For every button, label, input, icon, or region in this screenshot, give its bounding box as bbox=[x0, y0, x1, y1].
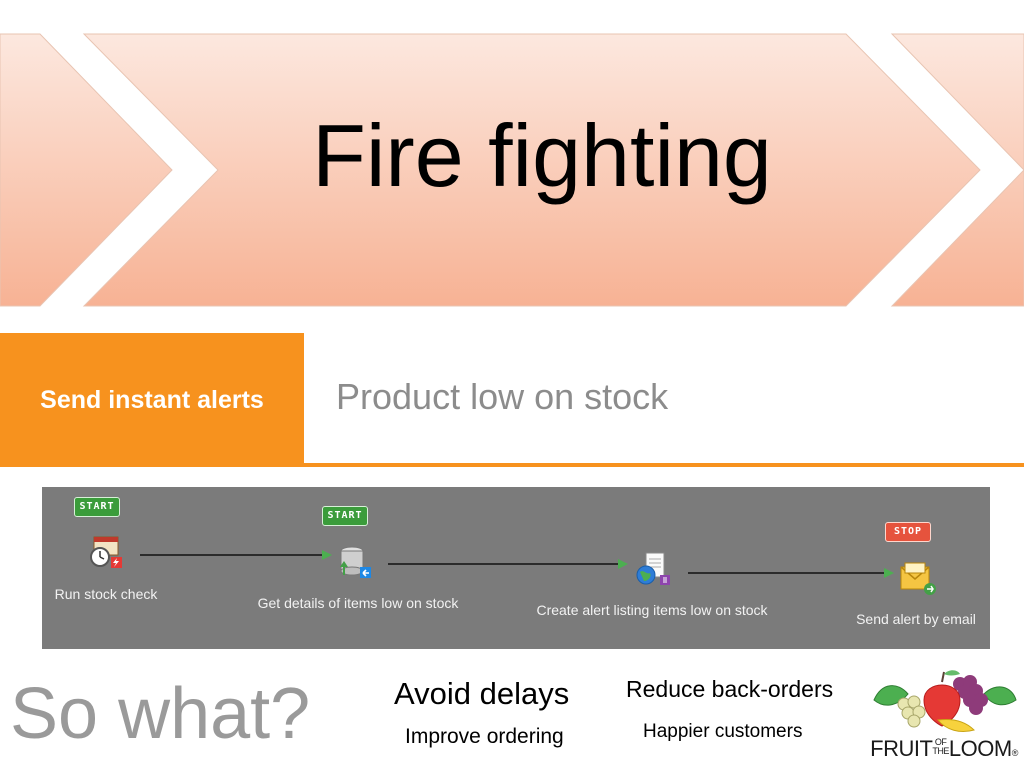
start-badge: START bbox=[322, 506, 368, 526]
workflow-diagram: START Run stock check START Get details … bbox=[42, 487, 990, 649]
slide-title: Fire fighting bbox=[312, 106, 772, 205]
stop-badge: STOP bbox=[885, 522, 931, 542]
left-chevron bbox=[0, 33, 173, 307]
step-label: Create alert listing items low on stock bbox=[536, 602, 768, 618]
benefit-happier-customers: Happier customers bbox=[643, 721, 803, 742]
step-label: Send alert by email bbox=[856, 611, 976, 627]
so-what-heading: So what? bbox=[10, 674, 311, 754]
benefit-improve-ordering: Improve ordering bbox=[405, 725, 564, 748]
database-icon[interactable] bbox=[334, 543, 374, 583]
slide-subtitle: Product low on stock bbox=[336, 376, 669, 417]
right-chevron bbox=[890, 33, 1024, 307]
benefit-reduce-back-orders: Reduce back-orders bbox=[626, 676, 834, 702]
globe-document-icon[interactable] bbox=[634, 551, 674, 591]
chevron-banner bbox=[0, 33, 1024, 307]
tag-label: Send instant alerts bbox=[40, 385, 264, 414]
benefit-avoid-delays: Avoid delays bbox=[394, 676, 570, 711]
clock-calendar-icon[interactable] bbox=[86, 533, 126, 573]
center-chevron bbox=[82, 33, 981, 307]
tag-box: Send instant alerts bbox=[0, 333, 304, 467]
email-icon[interactable] bbox=[898, 559, 938, 599]
workflow-connectors bbox=[140, 550, 894, 578]
step-label: Get details of items low on stock bbox=[257, 595, 459, 611]
title-banner: Fire fighting bbox=[0, 0, 1024, 320]
divider-line bbox=[304, 463, 1024, 467]
fruit-cluster-icon bbox=[873, 670, 1017, 733]
start-badge: START bbox=[74, 497, 120, 517]
step-label: Run stock check bbox=[54, 586, 158, 602]
